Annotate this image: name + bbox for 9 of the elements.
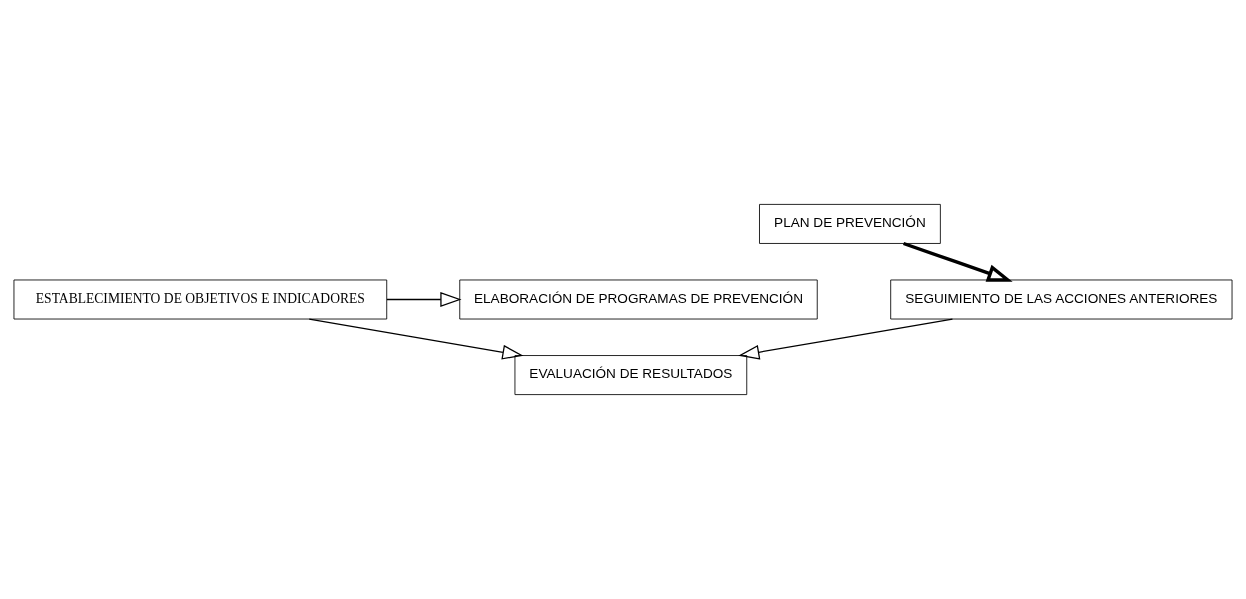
node-box: SEGUIMIENTO DE LAS ACCIONES ANTERIORES [890,279,1233,320]
node-box: EVALUACIÓN DE RESULTADOS [514,355,748,396]
arrow [738,318,954,360]
node-box: ESTABLECIMIENTO DE OBJETIVOS E INDICADORES [13,279,388,320]
arrow [903,241,1013,282]
node-box: PLAN DE PREVENCIÓN [759,203,941,244]
arrow [308,318,524,360]
arrow [386,292,462,307]
node-box: ELABORACIÓN DE PROGRAMAS DE PREVENCIÓN [459,279,818,320]
